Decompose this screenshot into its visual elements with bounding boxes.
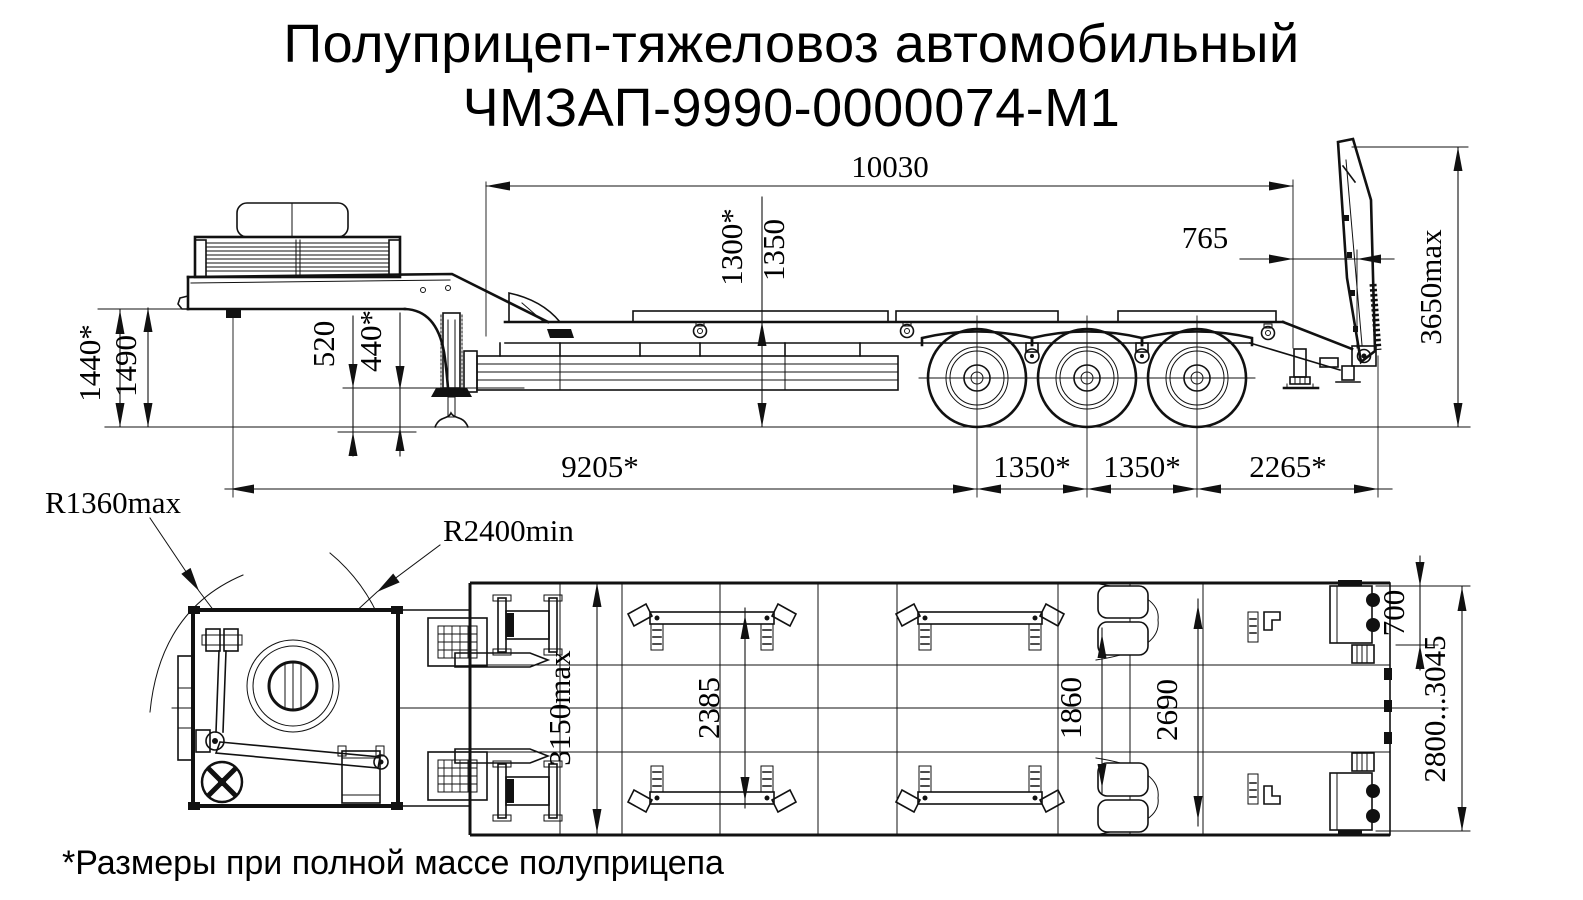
dim-rear-overhang: 2265*: [1249, 449, 1327, 484]
side-view: 10030 765 3650max 1440* 1490 520 440* 13…: [72, 137, 1471, 498]
mount-plate: [427, 617, 488, 801]
dim-deck-height-laden: 1300*: [714, 208, 749, 286]
tiedown-assemblies: [626, 602, 1281, 813]
dim-overall-width: 3150max: [542, 650, 577, 766]
side-dimensions: 10030 765 3650max 1440* 1490 520 440* 13…: [72, 146, 1469, 498]
gooseneck-grate: [193, 235, 402, 279]
plan-fenders: [1091, 582, 1159, 836]
dim-fender-spacing: 1860: [1053, 677, 1088, 739]
dim-rear-platform: 765: [1182, 220, 1229, 255]
tie-ring: [692, 321, 1276, 341]
dim-clearance-radius: R2400min: [443, 513, 574, 548]
kingpin-side: [226, 309, 241, 318]
dim-clearance: 520: [306, 321, 341, 368]
dim-clearance-laden: 440*: [353, 310, 388, 372]
title-line-1: Полуприцеп-тяжеловоз автомобильный: [283, 14, 1300, 74]
underframe: [463, 342, 1251, 393]
footnote: *Размеры при полной массе полуприцепа: [62, 844, 724, 882]
plan-view: 3150max 2385 1860 2690 700 2800...3045 R…: [45, 485, 1471, 837]
dim-ramp-width: 700: [1376, 590, 1411, 637]
dim-ramp-spacing: 2800...3045: [1417, 635, 1452, 782]
dim-front-radius: R1360max: [45, 485, 182, 520]
spool: [492, 594, 563, 822]
dim-axle-spacing-1: 1350*: [993, 449, 1071, 484]
title-line-2: ЧМЗАП-9990-0000074-М1: [462, 78, 1121, 138]
kingpin-plan: [246, 639, 340, 733]
plan-ramps: [1329, 580, 1380, 836]
barrel: [337, 745, 385, 804]
dim-gooseneck-height-laden: 1440*: [72, 324, 107, 402]
plan-deck: [427, 581, 1392, 837]
dim-overall-length: 10030: [851, 149, 929, 184]
plan-dimensions: 3150max 2385 1860 2690 700 2800...3045 R…: [45, 485, 1471, 834]
dim-inner-width: 2385: [691, 677, 726, 739]
dim-kingpin-axle: 9205*: [561, 449, 639, 484]
side-plate: [547, 329, 574, 338]
dim-deck-height: 1350: [756, 219, 791, 281]
dim-gooseneck-height: 1490: [108, 335, 143, 397]
loading-ramp: [1336, 137, 1382, 365]
deck-plank: [632, 310, 889, 323]
dim-axle-spacing-2: 1350*: [1103, 449, 1181, 484]
plan-gooseneck: [177, 606, 471, 810]
dim-frame-width: 2690: [1149, 679, 1184, 741]
gooseneck-box: [236, 202, 349, 238]
handwheel: [200, 760, 244, 804]
deck: [503, 310, 1285, 341]
dim-ramp-height: 3650max: [1413, 229, 1448, 345]
drawing-title: Полуприцеп-тяжеловоз автомобильный ЧМЗАП…: [0, 12, 1583, 140]
front-hook: [177, 294, 189, 310]
steering-lever: [195, 628, 389, 770]
rear-frame: [1249, 320, 1377, 390]
